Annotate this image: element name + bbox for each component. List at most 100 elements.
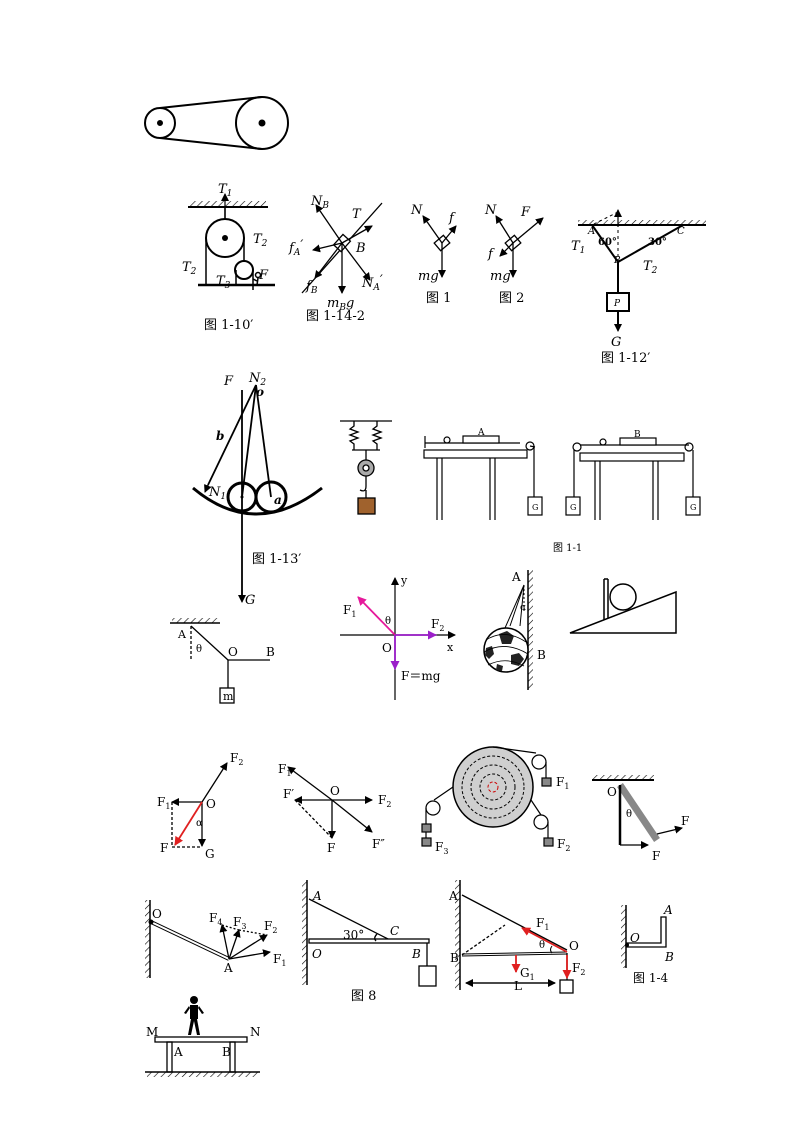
person-icon bbox=[184, 996, 204, 1035]
caption-fig-8: 图 8 bbox=[351, 989, 376, 1004]
spring-hook-figure bbox=[340, 420, 392, 515]
svg-text:A: A bbox=[312, 889, 322, 903]
rod-four-forces-figure: O F4 F3 F2 F1 A bbox=[145, 900, 286, 978]
svg-text:α: α bbox=[520, 603, 526, 613]
svg-text:A: A bbox=[477, 428, 485, 438]
svg-text:F: F bbox=[223, 374, 234, 389]
caption-fig-1-10: 图 1-10′ bbox=[204, 318, 253, 333]
svg-text:F1: F1 bbox=[343, 603, 356, 619]
svg-text:O: O bbox=[206, 797, 216, 811]
svg-text:O: O bbox=[382, 641, 392, 655]
ball-wall-figure: A α B bbox=[483, 570, 546, 690]
svg-text:θ: θ bbox=[385, 616, 391, 627]
svg-text:F: F bbox=[160, 841, 168, 855]
svg-text:B: B bbox=[613, 256, 621, 266]
angle-mass-figure: A θ O B m bbox=[170, 618, 275, 704]
svg-text:T1: T1 bbox=[218, 182, 232, 199]
svg-text:B: B bbox=[537, 648, 546, 662]
svg-text:N: N bbox=[484, 203, 497, 218]
svg-text:G: G bbox=[611, 335, 621, 350]
svg-text:F: F bbox=[652, 849, 660, 863]
hinged-rod-figure: O θ F F bbox=[592, 775, 689, 863]
svg-text:T1: T1 bbox=[571, 239, 585, 256]
svg-text:a: a bbox=[274, 493, 282, 507]
figure-1-12: A C T1 60° 30° B T2 P G 图 1-12′ bbox=[571, 209, 706, 366]
svg-text:B: B bbox=[450, 951, 459, 965]
svg-text:T2: T2 bbox=[182, 260, 197, 277]
svg-text:m: m bbox=[223, 690, 234, 703]
parallelogram-figure: F2 F1 O α F G bbox=[157, 751, 243, 861]
svg-text:F＝mg: F＝mg bbox=[401, 669, 441, 683]
svg-text:F2: F2 bbox=[557, 837, 570, 853]
wheel-pulley-figure: F1 F3 F2 bbox=[421, 746, 570, 856]
figure-1: N f mg 图 1 bbox=[410, 203, 457, 306]
svg-text:F: F bbox=[520, 205, 531, 220]
svg-text:O: O bbox=[630, 931, 640, 945]
svg-text:A: A bbox=[663, 903, 673, 917]
caption-fig-1-1: 图 1-1 bbox=[553, 542, 582, 554]
svg-text:f: f bbox=[448, 211, 456, 226]
svg-text:G: G bbox=[532, 503, 538, 512]
svg-text:F″: F″ bbox=[372, 837, 385, 851]
svg-text:N1: N1 bbox=[208, 485, 226, 502]
svg-text:G: G bbox=[205, 847, 215, 861]
svg-text:x: x bbox=[447, 641, 454, 654]
svg-text:N: N bbox=[410, 203, 423, 218]
svg-text:θ: θ bbox=[626, 809, 632, 820]
svg-text:A: A bbox=[173, 1045, 183, 1059]
svg-text:O: O bbox=[152, 907, 162, 921]
svg-text:θ: θ bbox=[539, 940, 545, 951]
svg-text:F2: F2 bbox=[264, 919, 277, 935]
caption-fig-2: 图 2 bbox=[499, 291, 524, 306]
svg-text:O: O bbox=[228, 645, 238, 659]
svg-text:B: B bbox=[222, 1045, 231, 1059]
svg-text:NB: NB bbox=[310, 194, 329, 211]
svg-text:30°: 30° bbox=[343, 928, 364, 942]
svg-text:O: O bbox=[312, 947, 322, 961]
svg-text:b: b bbox=[216, 429, 224, 443]
svg-text:G1: G1 bbox=[520, 966, 535, 982]
bench-person-figure: M N A B bbox=[145, 996, 261, 1077]
svg-text:T: T bbox=[352, 207, 362, 222]
svg-text:F2: F2 bbox=[230, 751, 243, 767]
svg-text:F2: F2 bbox=[431, 617, 444, 633]
caption-fig-1: 图 1 bbox=[426, 291, 451, 306]
svg-text:F1: F1 bbox=[536, 916, 549, 932]
svg-text:G: G bbox=[690, 503, 696, 512]
svg-text:y: y bbox=[400, 574, 408, 587]
svg-text:B: B bbox=[664, 950, 674, 964]
svg-text:mBg: mBg bbox=[327, 296, 354, 313]
svg-text:C: C bbox=[677, 226, 685, 237]
figure-1-14-2 bbox=[301, 202, 383, 294]
svg-text:F: F bbox=[681, 814, 689, 828]
svg-text:30°: 30° bbox=[648, 237, 667, 248]
svg-text:B: B bbox=[634, 430, 641, 440]
belt-pulley-figure bbox=[144, 96, 289, 150]
svg-text:T2: T2 bbox=[253, 232, 268, 249]
figure-1-1 bbox=[423, 435, 701, 520]
figure-1-1-labels: A B G G G 图 1-1 bbox=[477, 428, 696, 554]
svg-text:fB: fB bbox=[305, 279, 318, 296]
svg-text:F2: F2 bbox=[378, 793, 391, 809]
figure-1-14-2-labels: NB T fA′ B fB mBg NA′ 图 1-14-2 bbox=[288, 194, 383, 324]
svg-text:O: O bbox=[330, 784, 340, 798]
svg-text:θ: θ bbox=[196, 644, 202, 655]
incline-figure bbox=[569, 578, 677, 634]
svg-text:F1: F1 bbox=[157, 795, 170, 811]
svg-text:F4: F4 bbox=[209, 911, 222, 927]
svg-text:F1: F1 bbox=[556, 775, 569, 791]
caption-fig-1-14-2: 图 1-14-2 bbox=[306, 309, 365, 324]
svg-text:mg: mg bbox=[490, 269, 511, 284]
figure-1-13: F N2 o b N1 a 图 1-13′ G bbox=[192, 371, 323, 608]
svg-text:F′: F′ bbox=[283, 787, 294, 801]
svg-text:F: F bbox=[258, 268, 269, 283]
svg-text:NA′: NA′ bbox=[361, 273, 383, 293]
svg-text:A: A bbox=[448, 889, 458, 903]
figure-1-4: A O B 图 1-4 bbox=[621, 903, 674, 985]
svg-text:B: B bbox=[411, 947, 421, 961]
svg-text:N: N bbox=[250, 1025, 261, 1039]
svg-text:α: α bbox=[196, 818, 203, 829]
svg-text:C: C bbox=[390, 924, 399, 938]
svg-text:A: A bbox=[587, 226, 595, 237]
